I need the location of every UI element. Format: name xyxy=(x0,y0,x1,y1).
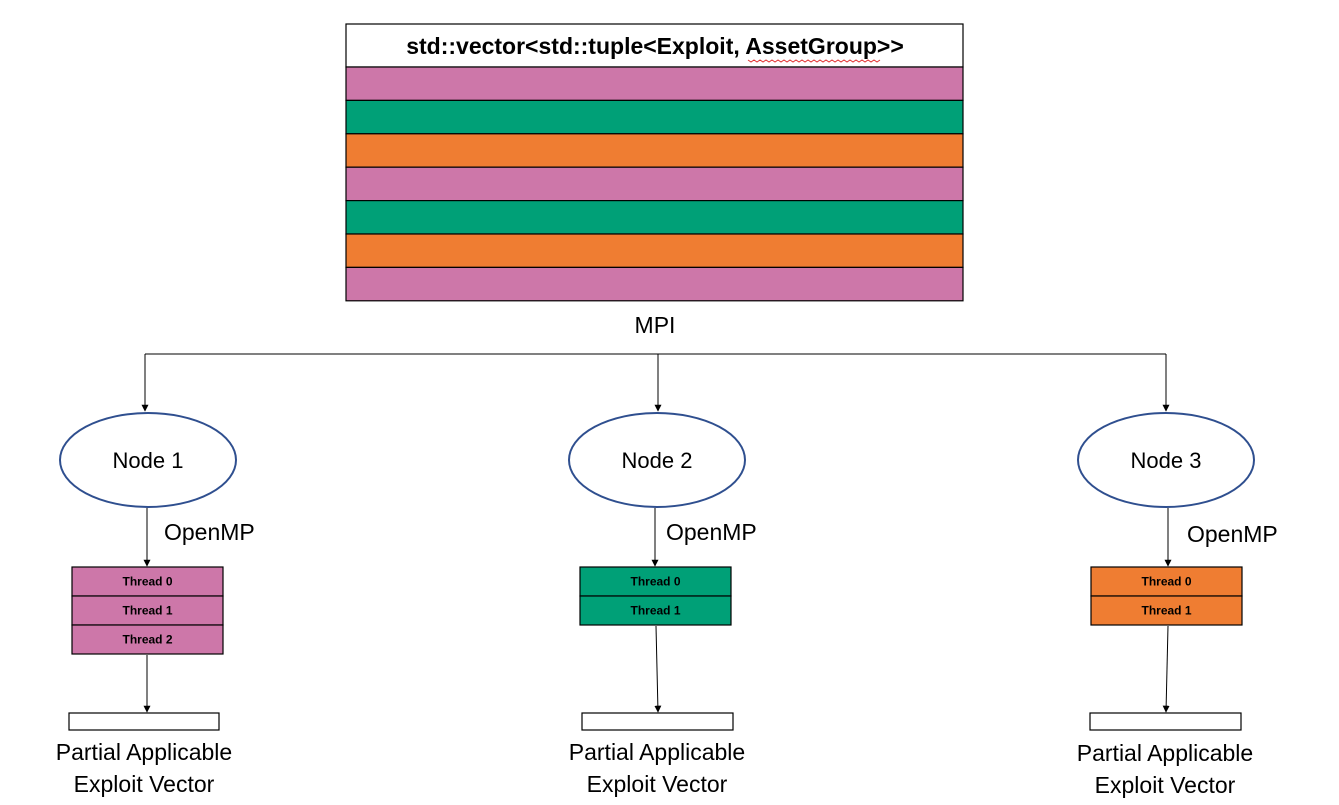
node-2-openmp-label: OpenMP xyxy=(666,519,757,545)
thread-cell xyxy=(579,595,732,626)
thread-label: Thread 0 xyxy=(122,575,172,589)
node-3-output-arrow xyxy=(1162,625,1170,713)
thread-cell xyxy=(1090,595,1243,626)
thread-label: Thread 2 xyxy=(122,633,172,647)
node-3-label: Node 3 xyxy=(1131,448,1202,473)
node-1-label: Node 1 xyxy=(113,448,184,473)
node-1-group: Node 1 OpenMP Thread 0 Thread 1 Thread 2 P… xyxy=(56,412,255,797)
node-3-openmp-label: OpenMP xyxy=(1187,521,1278,547)
mpi-distribution-lines xyxy=(141,353,1170,412)
vector-title-highlight: AssetGroup xyxy=(745,33,877,59)
node-2-thread-stack: Thread 0 Thread 1 xyxy=(579,566,732,626)
node-1-thread-stack: Thread 0 Thread 1 Thread 2 xyxy=(71,566,224,655)
node-1-openmp-label: OpenMP xyxy=(164,519,255,545)
node-2-output-vector xyxy=(581,712,734,731)
vector-title: std::vector<std::tuple<Exploit, AssetGro… xyxy=(406,33,904,59)
vector-table: std::vector<std::tuple<Exploit, AssetGro… xyxy=(345,23,964,302)
thread-label: Thread 1 xyxy=(1141,604,1191,618)
node-2-label: Node 2 xyxy=(622,448,693,473)
node-2-output-label-line2: Exploit Vector xyxy=(587,771,728,797)
node-3-thread-stack: Thread 0 Thread 1 xyxy=(1090,566,1243,626)
spellcheck-underline xyxy=(747,59,881,63)
node-2-ellipse xyxy=(568,412,746,508)
thread-label: Thread 1 xyxy=(630,604,680,618)
vector-row-pink xyxy=(345,66,964,102)
mpi-label: MPI xyxy=(635,312,676,338)
node-3-output-vector xyxy=(1089,712,1242,731)
vector-row-pink xyxy=(345,266,964,302)
vector-rows xyxy=(345,66,964,302)
thread-label: Thread 0 xyxy=(630,575,680,589)
thread-cell xyxy=(1090,566,1243,597)
vector-header-cell xyxy=(345,23,964,68)
vector-row-orange xyxy=(345,233,964,269)
node-1-output-label-line1: Partial Applicable xyxy=(56,739,232,765)
thread-label: Thread 0 xyxy=(1141,575,1191,589)
node-2-output-label-line1: Partial Applicable xyxy=(569,739,745,765)
node-3-output-label-line2: Exploit Vector xyxy=(1095,772,1236,798)
node-2-output-arrow xyxy=(654,625,662,713)
node-3-output-label-line1: Partial Applicable xyxy=(1077,740,1253,766)
thread-cell xyxy=(579,566,732,597)
thread-cell xyxy=(71,624,224,655)
thread-label: Thread 1 xyxy=(122,604,172,618)
vector-row-pink xyxy=(345,166,964,202)
vector-row-orange xyxy=(345,133,964,168)
vector-row-green xyxy=(345,99,964,135)
node-3-ellipse xyxy=(1077,412,1255,508)
node-1-ellipse xyxy=(59,412,237,508)
node-3-group: Node 3 OpenMP Thread 0 Thread 1 Partial A… xyxy=(1077,412,1278,798)
node-1-output-vector xyxy=(68,712,220,731)
node-2-group: Node 2 OpenMP Thread 0 Thread 1 Partial A… xyxy=(568,412,757,797)
node-1-output-label-line2: Exploit Vector xyxy=(74,771,215,797)
vector-row-green xyxy=(345,200,964,235)
